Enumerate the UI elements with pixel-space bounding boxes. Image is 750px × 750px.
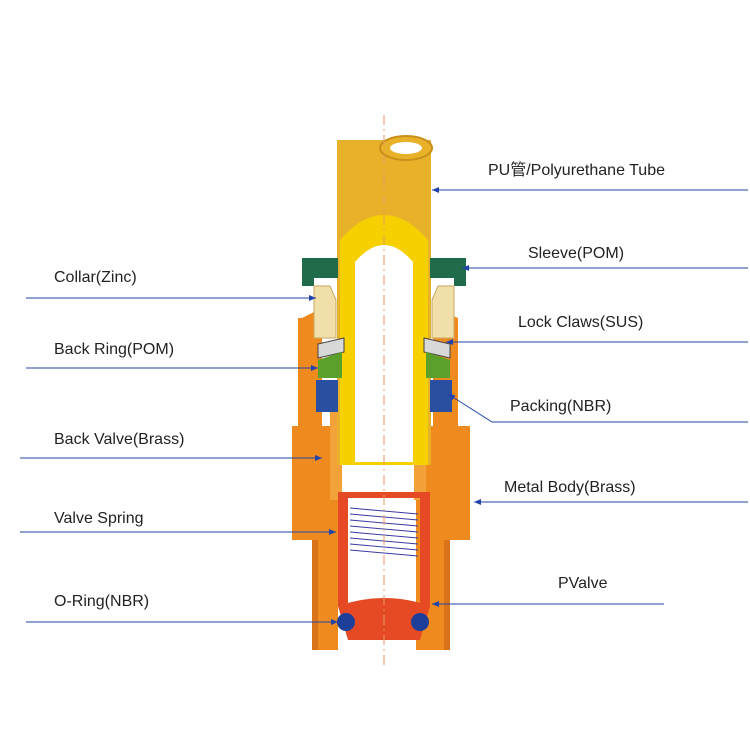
collar — [313, 285, 455, 339]
o-ring — [337, 613, 429, 631]
lock-claws — [317, 337, 451, 359]
leader-packing — [447, 393, 748, 423]
label-o-ring: O-Ring(NBR) — [54, 593, 150, 610]
leader-lines — [20, 187, 748, 625]
label-pu-tube: PU管/Polyurethane Tube — [488, 162, 665, 179]
label-valve-spring: Valve Spring — [54, 510, 144, 527]
label-packing: Packing(NBR) — [510, 398, 612, 415]
packing — [316, 380, 452, 412]
label-back-valve: Back Valve(Brass) — [54, 431, 185, 448]
label-back-ring: Back Ring(POM) — [54, 341, 175, 358]
back-ring — [318, 352, 450, 378]
label-pvalve: PValve — [558, 575, 608, 592]
label-collar: Collar(Zinc) — [54, 269, 137, 286]
label-lock-claws: Lock Claws(SUS) — [518, 314, 644, 331]
sleeve — [302, 258, 466, 286]
label-sleeve: Sleeve(POM) — [528, 245, 625, 262]
label-metal-body: Metal Body(Brass) — [504, 479, 636, 496]
